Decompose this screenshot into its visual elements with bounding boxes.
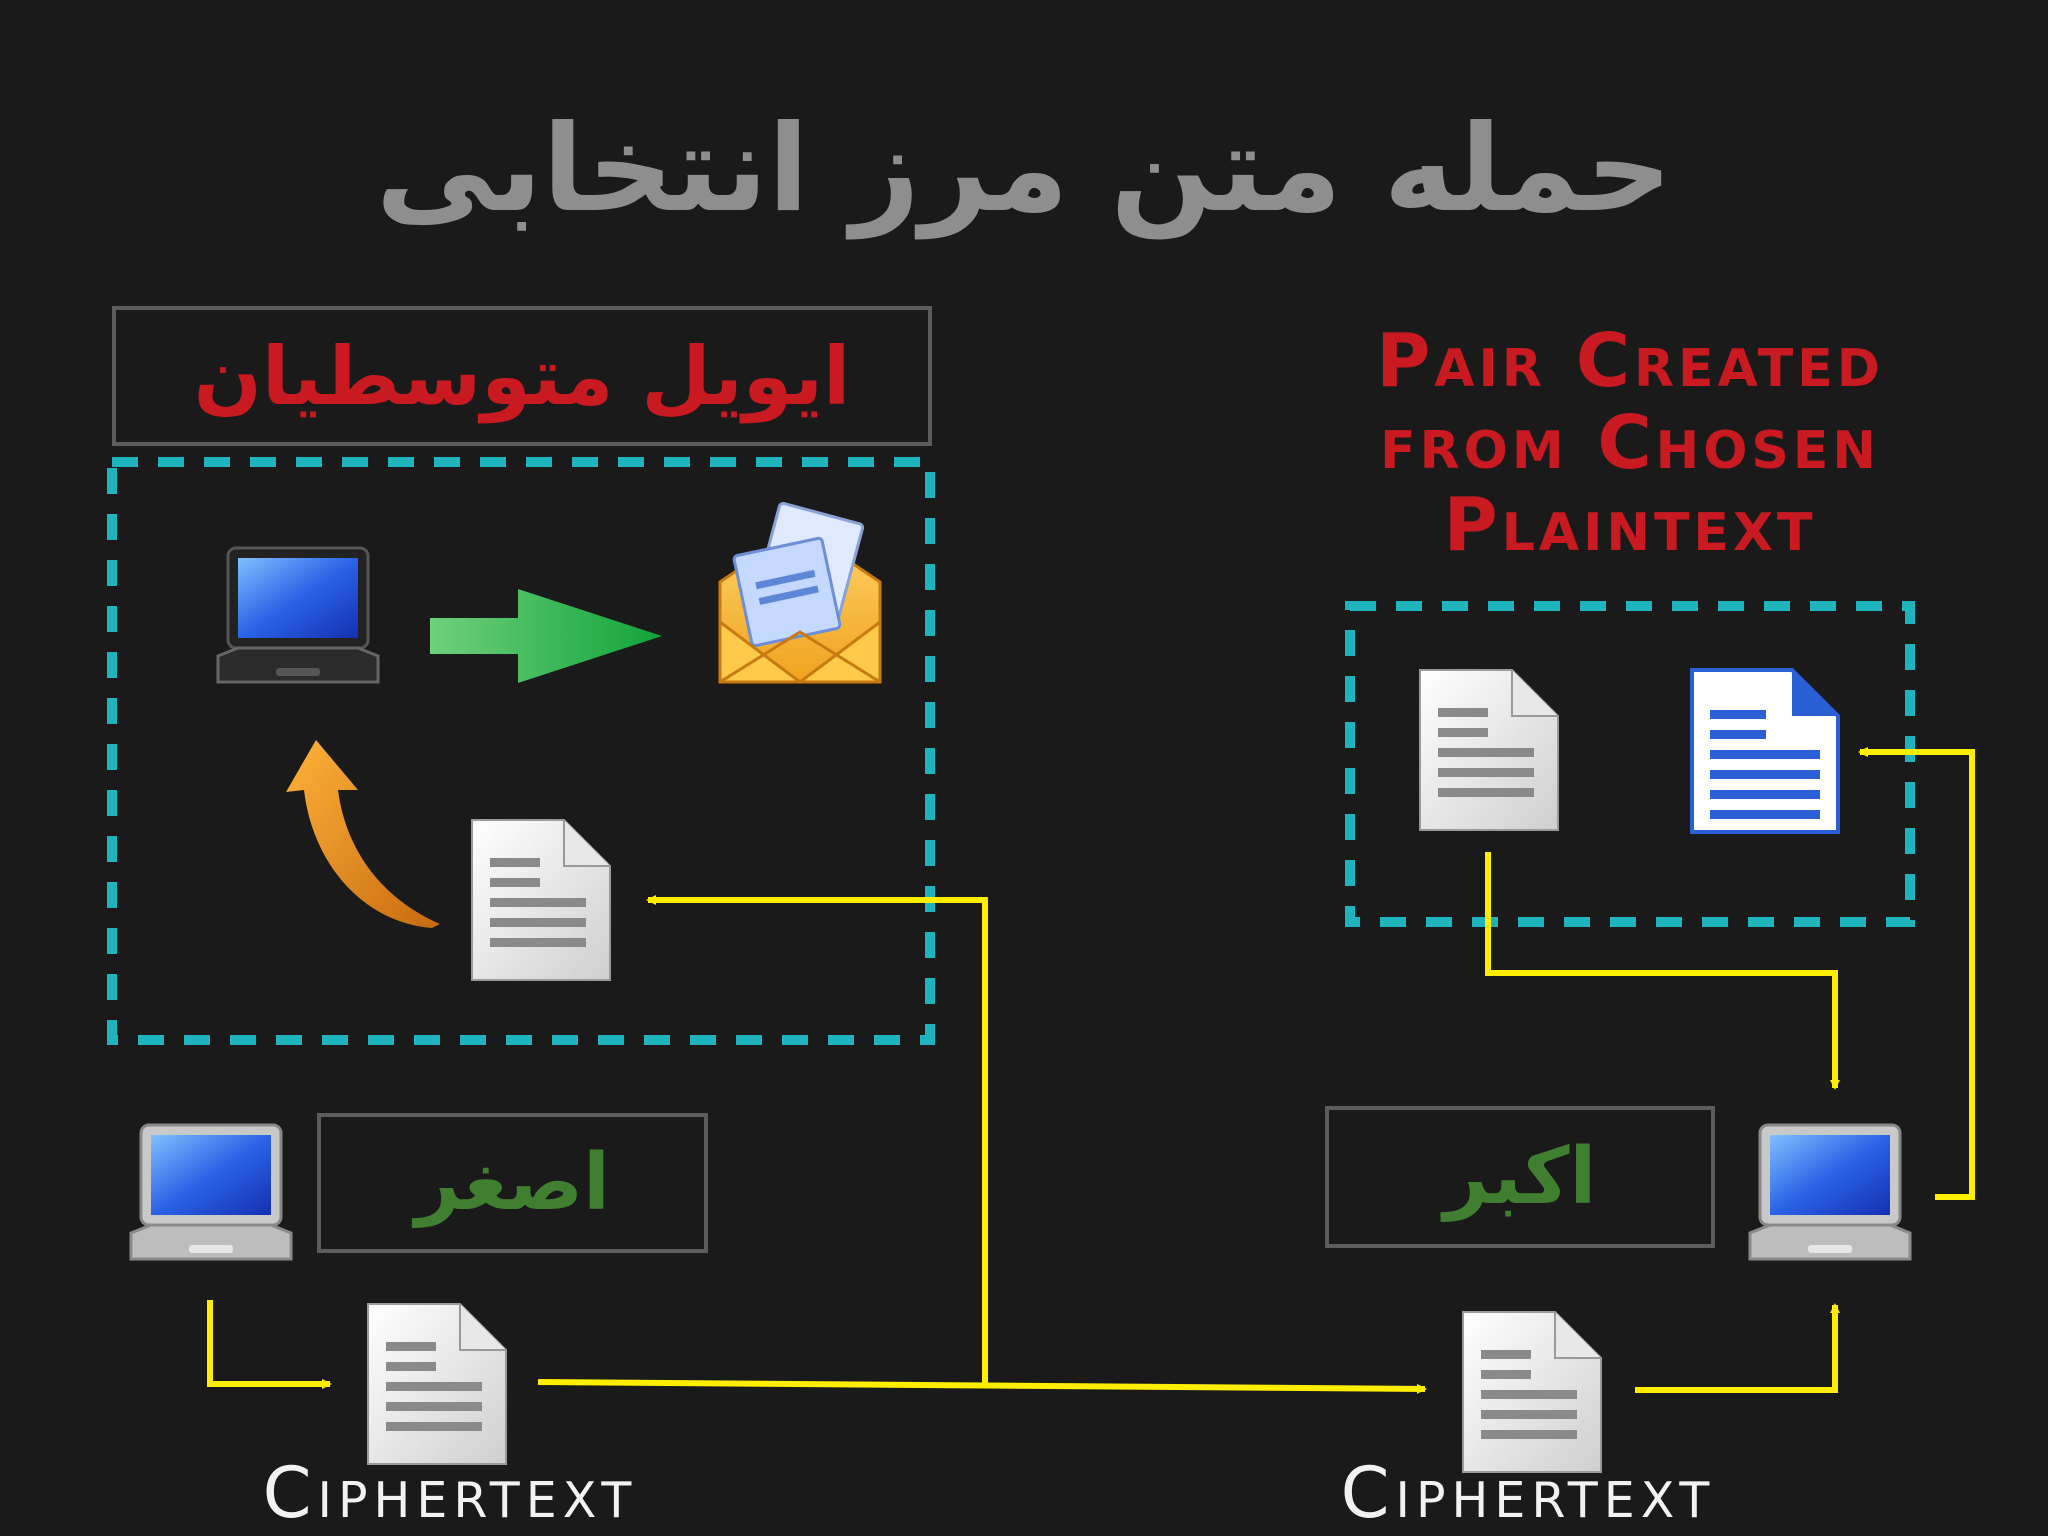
sender-label-text: اصغر (415, 1138, 610, 1228)
plaintext-pair-box (1345, 601, 1915, 927)
sender-laptop-icon (129, 1123, 293, 1261)
flow-arrow-ciphertext-to-receiver (537, 1379, 1427, 1394)
pair-caption-line-3: Plaintext (1443, 482, 1817, 568)
flow-arrows (207, 747, 1975, 1394)
receiver-label-text: اکبر (1443, 1132, 1597, 1222)
flow-arrow-laptop-to-encrypted (1858, 747, 1975, 1200)
pair-caption: Pair Created from Chosen Plaintext (1330, 320, 1930, 566)
page-title: حمله متن مرز انتخابی (375, 100, 1673, 239)
flow-arrow-sender-to-ciphertext (207, 1300, 332, 1389)
flow-arrow-intercept-to-attacker (646, 895, 988, 1385)
attacker-label-text: ایویل متوسطیان (193, 329, 851, 423)
attacker-laptop-icon (216, 546, 380, 684)
envelope-icon (718, 501, 882, 684)
ciphertext-label-right: Ciphertext (1340, 1452, 1716, 1534)
right-arrow-icon (430, 589, 662, 683)
blue-document-icon (1690, 668, 1840, 834)
flow-arrow-ciphertext-to-laptop (1635, 1303, 1840, 1393)
attacker-label: ایویل متوسطیان (112, 306, 932, 446)
ciphertext-document-icon-left (367, 1303, 507, 1465)
sender-label: اصغر (317, 1113, 708, 1253)
flow-arrow-plaintext-to-laptop (1485, 852, 1840, 1090)
pair-caption-line-2: from Chosen (1380, 400, 1880, 486)
curved-arrow-icon (286, 740, 440, 928)
attacker-document-icon (471, 819, 611, 981)
receiver-label: اکبر (1325, 1106, 1715, 1248)
pair-caption-line-1: Pair Created (1376, 318, 1884, 404)
attacker-workspace-box (107, 457, 935, 1045)
receiver-laptop-icon (1748, 1123, 1912, 1261)
plaintext-document-icon (1419, 669, 1559, 831)
ciphertext-document-icon-right (1462, 1311, 1602, 1473)
ciphertext-label-left: Ciphertext (262, 1452, 638, 1534)
